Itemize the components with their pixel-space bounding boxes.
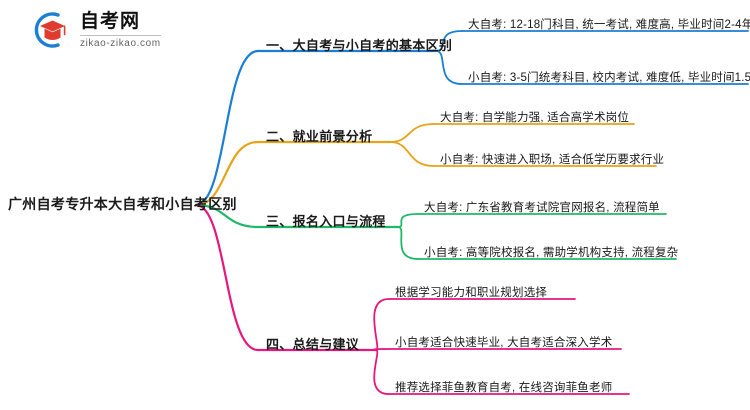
branch-node-4[interactable]: 四、总结与建议 <box>266 337 360 352</box>
branch-node-1[interactable]: 一、大自考与小自考的基本区别 <box>266 38 453 53</box>
logo-icon <box>28 8 72 52</box>
leaf-node-3-1[interactable]: 大自考: 广东省教育考试院官网报名, 流程简单 <box>424 202 660 214</box>
connector-line <box>435 30 463 52</box>
connector-line <box>373 349 390 395</box>
branch-node-3[interactable]: 三、报名入口与流程 <box>266 214 386 229</box>
connector-line <box>194 203 260 229</box>
brand-text: 自考网 zikao-zikao.com <box>80 10 161 50</box>
connector-line <box>373 298 390 351</box>
connector-line <box>389 141 435 167</box>
graduation-cap-icon <box>34 12 66 48</box>
leaf-node-1-1[interactable]: 大自考: 12-18门科目, 统一考试, 难度高, 毕业时间2-4年 <box>468 19 750 31</box>
leaf-node-2-1[interactable]: 大自考: 自学能力强, 适合高学术岗位 <box>440 112 630 124</box>
connector-line <box>194 49 260 207</box>
leaf-node-4-3[interactable]: 推荐选择菲鱼教育自考, 在线咨询菲鱼老师 <box>395 382 613 394</box>
leaf-node-2-2[interactable]: 小自考: 快速进入职场, 适合低学历要求行业 <box>440 154 665 166</box>
connector-line <box>389 123 435 143</box>
connector-line <box>435 50 463 85</box>
brand-name: 自考网 <box>80 11 141 32</box>
leaf-node-1-2[interactable]: 小自考: 3-5门统考科目, 校内考试, 难度低, 毕业时间1.5-2年 <box>468 72 750 84</box>
connector-line <box>397 213 419 228</box>
leaf-node-3-2[interactable]: 小自考: 高等院校报名, 需助学机构支持, 流程复杂 <box>424 247 679 259</box>
brand-url: zikao-zikao.com <box>80 38 161 49</box>
brand-divider <box>80 35 161 36</box>
leaf-node-4-1[interactable]: 根据学习能力和职业规划选择 <box>395 287 548 299</box>
leaf-node-4-2[interactable]: 小自考适合快速毕业, 大自考适合深入学术 <box>395 337 613 349</box>
branch-node-2[interactable]: 二、就业前景分析 <box>266 129 373 144</box>
connector-line <box>194 140 260 207</box>
site-logo: 自考网 zikao-zikao.com <box>28 8 161 52</box>
root-node[interactable]: 广州自考专升本大自考和小自考区别 <box>8 196 237 212</box>
connector-line <box>194 203 260 352</box>
connector-line <box>397 226 419 260</box>
